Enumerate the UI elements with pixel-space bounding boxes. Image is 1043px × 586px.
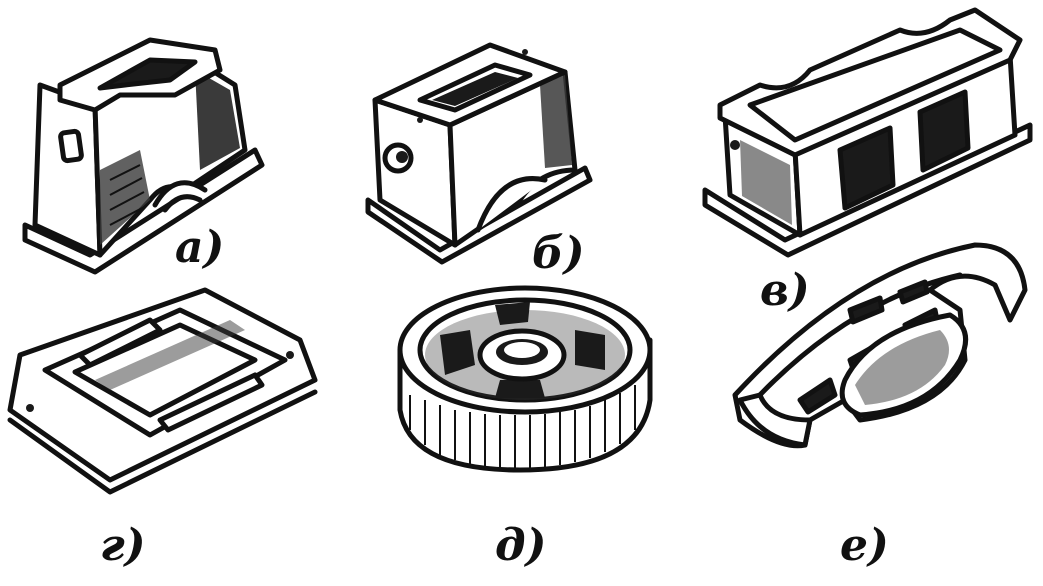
label-v: в) [760, 265, 810, 316]
casting-a-bearing-housing [22, 37, 265, 275]
label-g: г) [100, 520, 146, 571]
label-e: е) [840, 520, 889, 571]
label-a: а) [175, 222, 224, 273]
label-b: б) [532, 228, 585, 279]
casting-d-pulley [397, 285, 653, 473]
label-d: д) [495, 520, 546, 571]
casting-v-frame-housing [702, 7, 1033, 258]
casting-g-frame-base [7, 287, 318, 495]
casting-b-gearbox-housing [365, 42, 593, 265]
casting-e-curved-lever [732, 242, 1028, 449]
